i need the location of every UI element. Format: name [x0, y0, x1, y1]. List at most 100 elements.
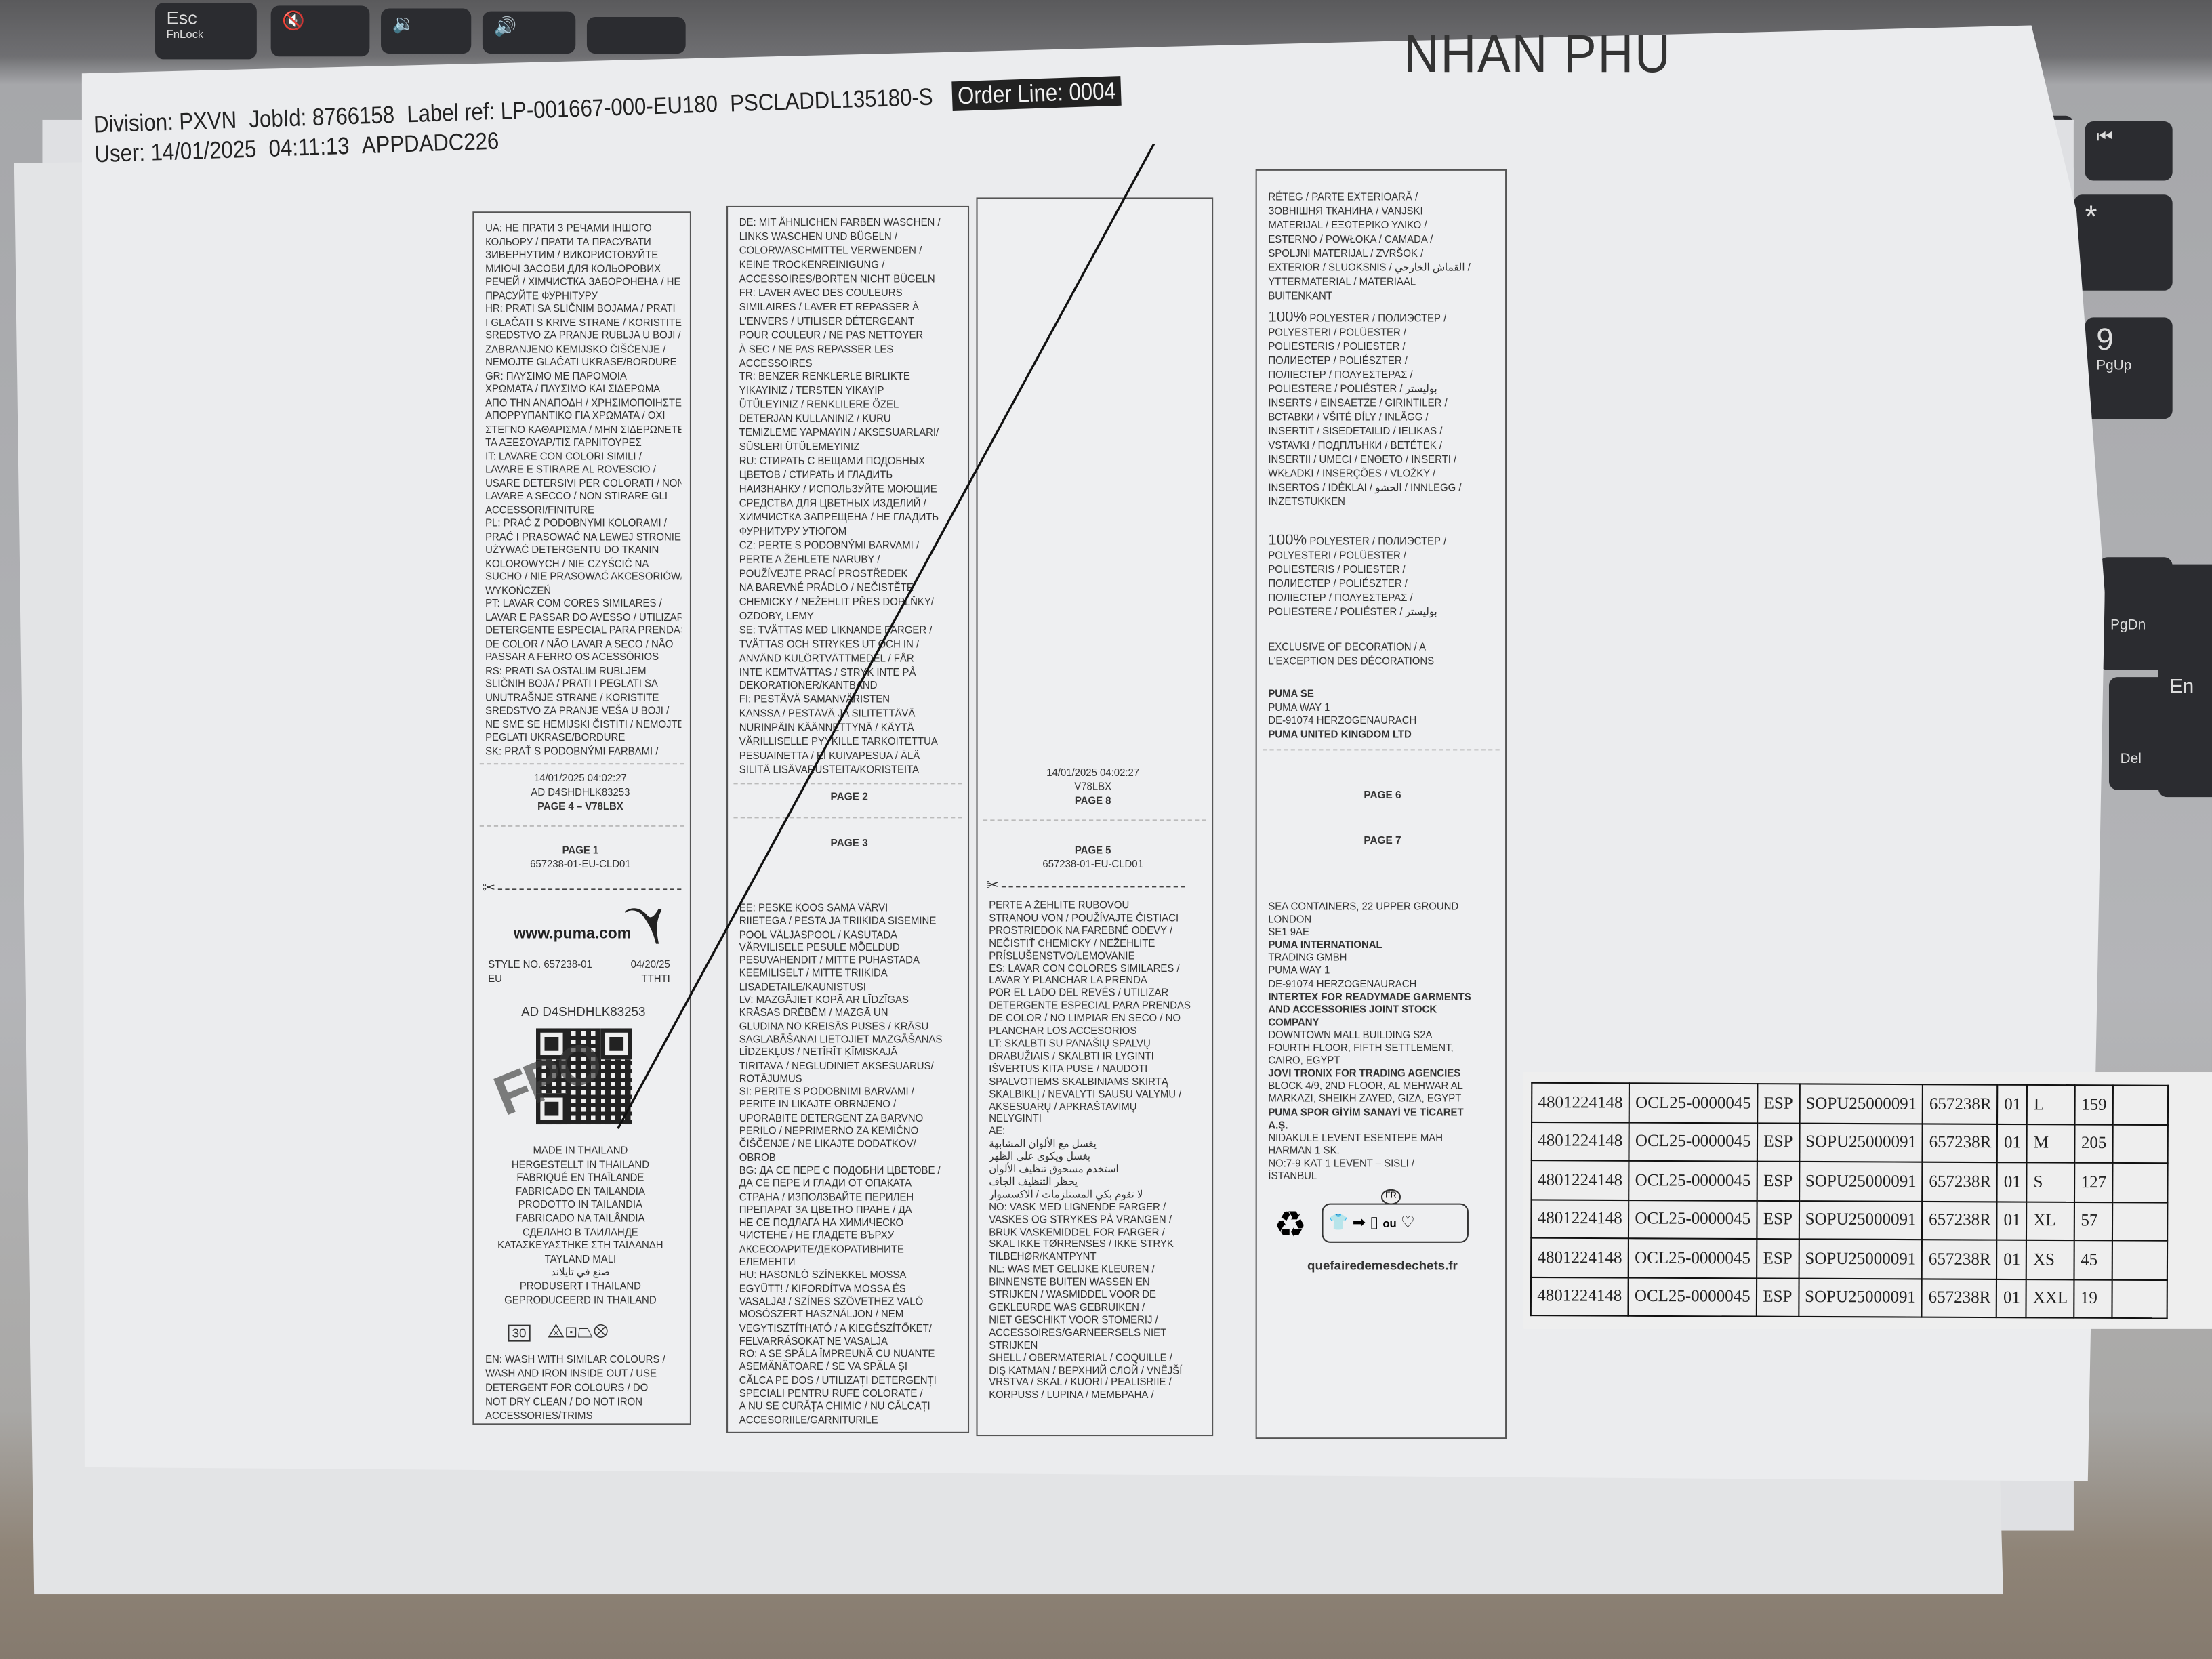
table-cell: 01	[1996, 1240, 2027, 1279]
table-cell: 159	[2074, 1085, 2114, 1124]
or-label: ou	[1382, 1217, 1397, 1231]
text-line: PERILO / NEPRIMERNO ZA KEMIČNO	[739, 1124, 919, 1137]
text-line: يغسل ويكوى على الظهر	[989, 1149, 1090, 1163]
text-line: RÉTEG / PARTE EXTERIOARĂ /	[1268, 190, 1418, 203]
page-1-label: PAGE 1	[562, 843, 599, 857]
text-line: JOVI TRONIX FOR TRADING AGENCIES	[1268, 1067, 1461, 1080]
page-5-code: 657238-01-EU-CLD01	[1042, 857, 1143, 871]
table-cell: 01	[1996, 1278, 2027, 1318]
text-line: PASSAR A FERRO OS ACESSÓRIOS	[485, 650, 659, 663]
text-line: CĂLCA PE DOS / UTILIZAȚI DETERGENȚI	[739, 1373, 937, 1387]
cut-line	[1263, 749, 1500, 751]
style-number: STYLE NO. 657238-01	[488, 958, 592, 971]
text-line: DETERGENT FOR COLOURS / DO	[485, 1380, 649, 1394]
text-line: ДА СЕ ПЕРЕ И ГЛАДИ ОТ ОПАКАТА	[739, 1176, 912, 1190]
text-line: GEPRODUCEERD IN THAILAND	[504, 1292, 657, 1306]
text-line: ACCESSOIRES	[739, 356, 813, 369]
composition-text: POLYESTER / ПОЛИЭСТЕР /	[1307, 312, 1447, 325]
text-line: BINNENSTE BUITEN WASSEN EN	[989, 1275, 1150, 1288]
text-line: KORPUSS / LUPINA / МЕМБРАНА /	[989, 1389, 1154, 1401]
text-line: DETERGENTE ESPECIAL PARA PRENDAS	[485, 623, 682, 636]
table-cell: ESP	[1757, 1161, 1799, 1201]
donate-heart-icon: ♡	[1401, 1214, 1415, 1232]
text-line: CAIRO, EGYPT	[1268, 1054, 1340, 1067]
text-line: PUMA UNITED KINGDOM LTD	[1268, 727, 1412, 740]
bin-icon: ▯	[1370, 1214, 1378, 1232]
text-line: INSERTIT / SISEDETAILID / IELIKAS /	[1268, 424, 1443, 438]
text-line: 100% POLYESTER / ПОЛИЭСТЕР /	[1268, 535, 1490, 549]
puma-logo-icon	[625, 908, 662, 944]
table-cell: 657238R	[1922, 1278, 1997, 1318]
text-line: ЗИВЕРНУТИМ / ВИКОРИСТОВУЙТЕ	[485, 248, 659, 262]
text-line: NO:7-9 KAT 1 LEVENT – SISLI /	[1268, 1156, 1415, 1170]
table-cell: 19	[2074, 1279, 2112, 1318]
text-line: SPECIALI PENTRU RUFE COLORATE /	[739, 1387, 923, 1399]
text-line: NL: WAS MET GELIJKE KLEUREN /	[989, 1263, 1155, 1276]
text-line: LAVARE E STIRARE AL ROVESCIO /	[485, 462, 656, 476]
text-line: ZABRANJENO KEMIJSKO ČIŠĆENJE /	[485, 342, 666, 355]
text-line: FR: LAVER AVEC DES COULEURS	[739, 286, 903, 299]
text-line: ΧΡΩΜΑΤΑ / ΠΛΥΣΙΜΟ ΚΑΙ ΣΙΔΕΡΩΜΑ	[485, 382, 661, 395]
text-line: LV: MAZGĀJIET KOPĀ AR LĪDZĪGAS	[739, 993, 909, 1006]
text-line: SEA CONTAINERS, 22 UPPER GROUND	[1268, 900, 1459, 913]
enter-key: En	[2158, 564, 2212, 798]
text-line: SIMILAIRES / LAVER ET REPASSER À	[739, 300, 920, 313]
text-line: TR: BENZER RENKLERLE BIRLIKTE	[739, 370, 910, 384]
text-line: RU: СТИРАТЬ С ВЕЩАМИ ПОДОБНЫХ	[739, 454, 926, 468]
table-cell: OCL25-0000045	[1628, 1200, 1757, 1240]
recycling-website: quefairedemesdechets.fr	[1307, 1259, 1458, 1273]
esc-key-label: Esc	[166, 7, 197, 28]
fr-badge: FR	[1380, 1189, 1401, 1205]
table-cell: 657238R	[1922, 1240, 1998, 1279]
table-cell: 4801224148	[1530, 1276, 1629, 1316]
stamp-date: 14/01/2025 04:02:27	[1046, 766, 1140, 779]
pgup-label: PgUp	[2096, 358, 2132, 374]
table-cell: SOPU25000091	[1799, 1084, 1923, 1124]
text-line: HERGESTELLT IN THAILAND	[511, 1158, 649, 1170]
text-line: VASALJA! / SZÍNES SZÖVETHEZ VALÓ	[739, 1294, 924, 1308]
text-line: КОЛЬОРУ / ПРАТИ ТА ПРАСУВАТИ	[485, 234, 651, 248]
cut-line	[479, 763, 684, 765]
text-line: BLOCK 4/9, 2ND FLOOR, AL MEHWAR AL	[1268, 1080, 1463, 1092]
text-line: ХИМЧИСТКА ЗАПРЕЩЕНА / НЕ ГЛАДИТЬ	[739, 510, 939, 524]
no-dry-clean-icon: ⊗	[593, 1319, 609, 1342]
table-cell-empty	[2112, 1202, 2168, 1241]
text-line: KEINE TROCKENREINIGUNG /	[739, 258, 885, 271]
text-line: KRĀSAS DRĒBĒM / MAZGĀ UN	[739, 1006, 888, 1019]
text-line: PERTE A ŽEHLETE NARUBY /	[739, 552, 880, 566]
page-3-label: PAGE 3	[830, 836, 868, 850]
num9-label: 9	[2096, 321, 2114, 357]
text-line: PEGLATI UKRASE/BORDURE	[485, 731, 626, 744]
text-line: POLYESTERI / POLÜESTER /	[1268, 548, 1407, 562]
text-line: ПОЛИЕСТЕР / POLIÉSZTER /	[1268, 577, 1408, 590]
composition-text: POLYESTER / ПОЛИЭСТЕР /	[1307, 534, 1447, 548]
text-line: PUMA SPOR GİYİM SANAYİ VE TİCARET	[1268, 1105, 1464, 1118]
table-cell: ESP	[1757, 1200, 1799, 1240]
no-bleach-icon: ⨻	[547, 1319, 565, 1342]
text-line: POLIESTERIS / POLIESTER /	[1268, 340, 1406, 353]
text-line: PERITE IN LIKAJTE OBRNJENO /	[739, 1098, 897, 1111]
text-line: PUMA WAY 1	[1268, 700, 1330, 714]
inserts-block: INSERTS / EINSAETZE / GIRINTILER /ВСТАВК…	[1268, 396, 1496, 509]
text-line: VÄRILLISELLE PYYKILLE TARKOITETTUA	[739, 735, 938, 748]
text-line: STRIJKEN	[989, 1338, 1038, 1351]
text-line: FI: PESTÄVÄ SAMANVÄRISTEN	[739, 693, 890, 706]
table-cell: 01	[1997, 1201, 2028, 1240]
stamp-block: 14/01/2025 04:02:27 AD D4SHDHLK83253 PAG…	[485, 772, 681, 814]
text-line: GR: ΠΛΥΣΙΜΟ ΜΕ ΠΑΡΟΜΟΙΑ	[485, 369, 627, 382]
arrow-icon: ➡	[1352, 1214, 1366, 1232]
label-panel-4: RÉTEG / PARTE EXTERIOARĂ /ЗОВНІШНЯ ТКАНИ…	[1255, 169, 1507, 1439]
sorting-instruction-box: 👕 ➡ ▯ ou ♡	[1322, 1203, 1469, 1243]
text-line: ACCESSORI/FINITURE	[485, 503, 594, 516]
table-cell: 57	[2074, 1201, 2113, 1241]
text-line: COLORWASCHMITTEL VERWENDEN /	[739, 243, 922, 257]
text-line: МИЮЧІ ЗАСОБИ ДЛЯ КОЛЬОРОВИХ	[485, 262, 661, 274]
text-line: GLUDINA NO KREISĀS PUSES / KRĀSU	[739, 1019, 929, 1033]
tumble-dry-icon: ⊡	[565, 1319, 578, 1342]
text-line: POLIESTERE / POLIÉSTER / بوليستر	[1268, 382, 1437, 395]
text-line: SÜSLERI ÜTÜLEMEYINIZ	[739, 440, 860, 453]
text-line: SE1 9AE	[1268, 925, 1309, 939]
text-line: SILITÄ LISÄVARUSTEITA/KORISTEITA	[739, 763, 920, 777]
